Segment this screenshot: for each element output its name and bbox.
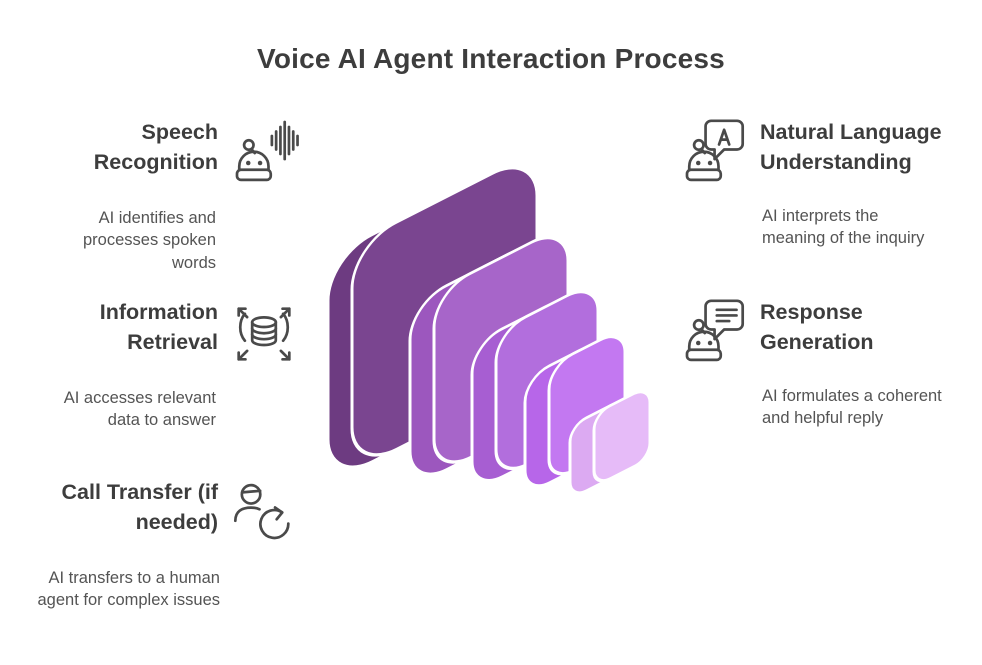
stacked-squares-graphic	[300, 150, 680, 510]
robot-letter-bubble-icon	[678, 118, 750, 190]
step-speech-recognition: Speech Recognition AI identifies and pro…	[28, 118, 300, 274]
robot-sound-waves-icon	[228, 118, 300, 190]
step-response-generation: Response Generation AI formulates a cohe…	[678, 298, 962, 430]
step-title: Call Transfer (if needed)	[61, 480, 218, 534]
step-title: Natural Language Understanding	[760, 120, 942, 174]
database-expand-arrows-icon	[228, 298, 300, 370]
step-description: AI identifies and processes spoken words	[83, 209, 216, 272]
step-description: AI accesses relevant data to answer	[63, 389, 216, 430]
stacked-squares-svg	[326, 166, 652, 495]
step-description: AI formulates a coherent and helpful rep…	[762, 387, 942, 428]
step-natural-language-understanding: Natural Language Understanding AI interp…	[678, 118, 962, 250]
step-description: AI transfers to a human agent for comple…	[37, 569, 220, 610]
step-title: Information Retrieval	[99, 300, 218, 354]
step-description: AI interprets the meaning of the inquiry	[762, 207, 925, 248]
step-title: Speech Recognition	[93, 120, 218, 174]
step-title: Response Generation	[760, 300, 874, 354]
robot-message-bubble-icon	[678, 298, 750, 370]
page-title: Voice AI Agent Interaction Process	[257, 42, 725, 74]
person-transfer-arrow-icon	[228, 478, 300, 550]
step-call-transfer: Call Transfer (if needed) AI transfers t…	[28, 478, 300, 612]
step-information-retrieval: Information Retrieval AI accesses releva…	[28, 298, 300, 432]
